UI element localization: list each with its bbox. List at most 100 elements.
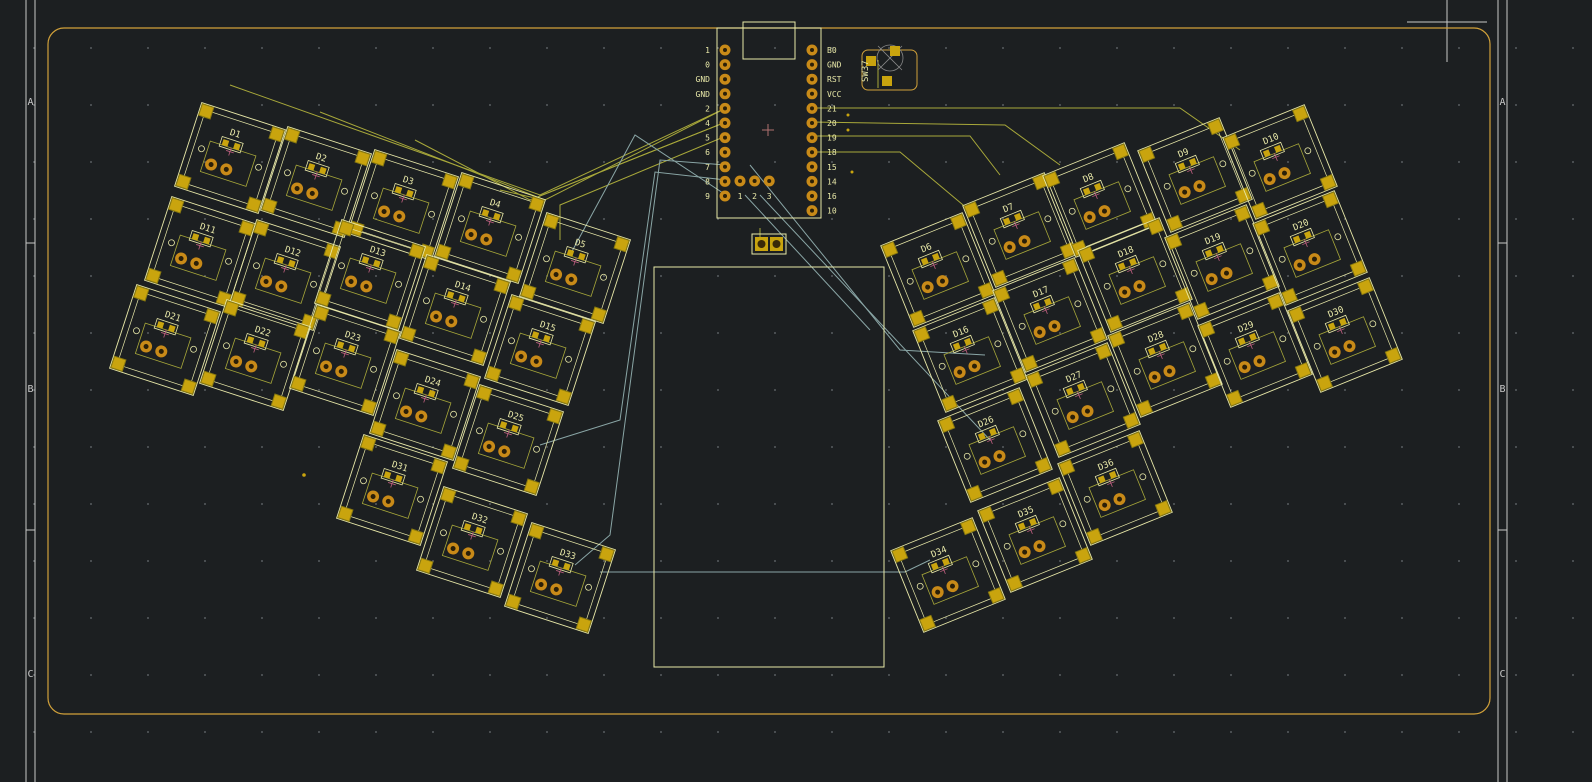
diode-label: D10 [1262,132,1281,147]
key-switch-left-15[interactable]: D25 [451,383,565,497]
key-switch-right-2[interactable]: D7 [962,172,1078,288]
diode-label: D1 [228,128,241,141]
diode-label: D23 [343,330,362,345]
sheet-frame: A B C A B C [25,0,1508,782]
diode-label: D12 [283,245,302,260]
key-switch-left-10[interactable]: D15 [483,293,597,407]
diode-label: D25 [506,410,525,425]
row-label-right-c: C [1499,669,1505,680]
key-switch-left-13[interactable]: D23 [288,303,402,417]
diode-label: D30 [1327,305,1346,320]
row-label-right-a: A [1499,97,1505,108]
diode-label: D21 [163,310,182,325]
reset-switch-label: SW37 [861,60,871,82]
diode-label: D24 [423,375,442,390]
row-label-right-b: B [1499,384,1505,395]
diode-label: D5 [573,238,586,251]
controller-pin-right-label: 19 [827,134,837,143]
key-switch-left-14[interactable]: D24 [368,348,482,462]
controller-pin-right-label: 16 [827,192,837,201]
diode-label: D33 [558,548,577,563]
diode-label: D3 [401,175,414,188]
key-switch-left-18[interactable]: D33 [503,521,617,635]
controller-pin-left-label: GND [696,90,711,99]
controller-pin-right-label: 10 [827,207,837,216]
controller-pin-left-label: 6 [705,148,710,157]
diode-label: D4 [488,198,501,211]
controller-pin-right-label: 14 [827,177,837,186]
key-switch-left-6[interactable]: D11 [143,195,257,309]
key-switch-left-12[interactable]: D22 [198,298,312,412]
grid-dots [33,47,1574,733]
via-dots [302,113,854,477]
diode-label: D9 [1177,147,1191,160]
key-switch-right-10[interactable]: D20 [1252,190,1368,306]
diode-label: D18 [1117,245,1136,260]
key-switch-right-15[interactable]: D30 [1287,277,1403,393]
key-switch-right-4[interactable]: D9 [1137,117,1253,233]
key-switch-right-16[interactable]: D34 [890,517,1006,633]
controller-pin-bottom-label: 1 [738,192,743,201]
controller-pin-left-label: 2 [705,104,710,113]
controller-pin-right-label: GND [827,61,842,70]
diode-label: D14 [453,280,472,295]
controller-pin-left-label: 9 [705,192,710,201]
board-outline[interactable] [47,27,1491,715]
diode-label: D34 [930,545,949,560]
controller-pin-right-label: 21 [827,104,837,113]
controller-pin-right-label: 18 [827,148,837,157]
controller-pin-left-label: 1 [705,46,710,55]
diode-label: D22 [253,325,272,340]
key-switch-left-1[interactable]: D1 [173,101,287,215]
diode-label: D19 [1204,232,1223,247]
diode-label: D11 [198,222,217,237]
key-switch-left-3[interactable]: D3 [346,148,460,262]
back-copper-traces [539,134,991,573]
controller-pin-left-label: 0 [705,61,710,70]
controller-pin-right-label: 20 [827,119,837,128]
key-switch-left-2[interactable]: D2 [259,125,373,239]
controller-pin-right-label: RST [827,75,842,84]
key-switch-left-16[interactable]: D31 [335,433,449,547]
key-switch-right-17[interactable]: D35 [977,477,1093,593]
key-switch-left-9[interactable]: D14 [398,253,512,367]
diode-label: D7 [1002,202,1016,215]
key-switch-left-8[interactable]: D13 [313,218,427,332]
controller-pin-left-label: GND [696,75,711,84]
controller-pin-left-label: 5 [705,134,710,143]
key-switch-left-5[interactable]: D5 [518,211,632,325]
controller-pin-right-label: B0 [827,46,837,55]
controller-center-crosshair [762,124,774,136]
key-switch-left-4[interactable]: D4 [433,171,547,285]
key-switch-right-18[interactable]: D36 [1057,430,1173,546]
battery-keepout-area[interactable] [653,266,885,668]
key-switch-right-6[interactable]: D16 [912,297,1028,413]
key-switch-left-17[interactable]: D32 [415,485,529,599]
diode-label: D2 [314,152,327,165]
diode-label: D32 [470,512,489,527]
battery-connector[interactable] [751,233,787,255]
diode-label: D29 [1237,320,1256,335]
key-switch-right-12[interactable]: D27 [1025,342,1141,458]
diode-label: D8 [1082,172,1096,185]
key-switch-right-8[interactable]: D18 [1077,217,1193,333]
key-switch-right-5[interactable]: D10 [1222,104,1338,220]
reset-switch-footprint[interactable]: SW37 [861,44,918,91]
controller-pin-bottom-label: 2 [752,192,757,201]
key-switch-right-11[interactable]: D26 [937,387,1053,503]
controller-pin-right-label: VCC [827,90,842,99]
diode-label: D16 [952,325,971,340]
key-switch-right-1[interactable]: D6 [880,212,996,328]
diode-label: D28 [1147,330,1166,345]
key-switch-left-11[interactable]: D21 [108,283,222,397]
diode-label: D6 [920,242,934,255]
diode-label: D31 [390,460,409,475]
diode-label: D15 [538,320,557,335]
row-label-left-a: A [27,97,33,108]
controller-pin-left-label: 4 [705,119,710,128]
row-label-left-c: C [27,669,33,680]
key-switch-right-3[interactable]: D8 [1042,142,1158,258]
